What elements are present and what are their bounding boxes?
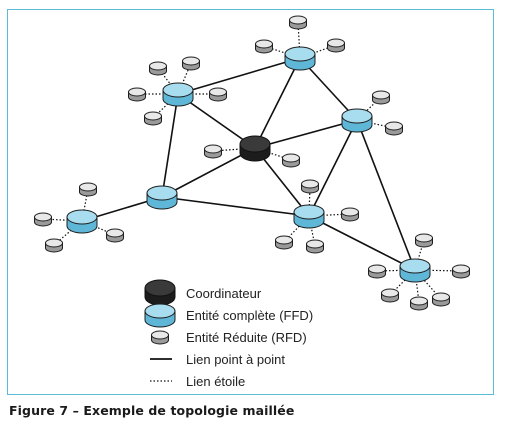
rfd-node [415, 233, 433, 248]
point-to-point-link [161, 196, 310, 217]
point-to-point-link [254, 57, 301, 149]
legend-point-to-point-label: Lien point à point [186, 352, 285, 367]
figure-frame [7, 9, 494, 395]
nodes-layer [34, 15, 470, 311]
rfd-node [144, 111, 162, 126]
ffd-node-center [293, 204, 325, 229]
legend-coordinator-icon [144, 279, 176, 306]
point-to-point-link [177, 57, 301, 95]
rfd-node [45, 238, 63, 253]
mesh-topology-diagram: Coordinateur Entité complète (FFD) Entit… [34, 15, 470, 389]
point-to-point-link [308, 119, 358, 217]
rfd-node [381, 288, 399, 303]
rfd-node [106, 228, 124, 243]
rfd-node [306, 239, 324, 254]
ffd-node-left [66, 209, 98, 234]
legend-symbols [144, 279, 176, 382]
rfd-node [255, 39, 273, 54]
ffd-node-top-left [162, 82, 194, 107]
legend-rfd-label: Entité Réduite (RFD) [186, 330, 307, 345]
legend-star-label: Lien étoile [186, 374, 245, 389]
ffd-node-bottom-right [399, 258, 431, 283]
rfd-node [209, 87, 227, 102]
rfd-node [79, 182, 97, 197]
point-to-point-link [161, 93, 179, 198]
rfd-node [385, 121, 403, 136]
coordinator-node [239, 135, 271, 162]
point-to-point-link [308, 215, 416, 271]
rfd-node [327, 38, 345, 53]
ffd-node-top-right [284, 46, 316, 71]
rfd-node [204, 144, 222, 159]
star-link [53, 220, 83, 246]
star-link [297, 21, 301, 59]
rfd-node [149, 61, 167, 76]
rfd-node [275, 235, 293, 250]
rfd-node [282, 153, 300, 168]
rfd-node [128, 87, 146, 102]
rfd-node [289, 15, 307, 30]
rfd-node [452, 264, 470, 279]
rfd-node [301, 179, 319, 194]
figure-caption: Figure 7 – Exemple de topologie maillée [9, 403, 295, 418]
rfd-node [341, 207, 359, 222]
legend-coordinator-label: Coordinateur [186, 286, 262, 301]
rfd-node [182, 56, 200, 71]
links-layer [42, 21, 462, 304]
star-link [283, 215, 310, 243]
ffd-node-mid-left [146, 185, 178, 210]
rfd-node [34, 212, 52, 227]
point-to-point-link [356, 119, 416, 271]
star-link [81, 220, 116, 236]
rfd-nodes [34, 15, 470, 311]
ffd-node-right [341, 108, 373, 133]
rfd-node [372, 90, 390, 105]
legend: Coordinateur Entité complète (FFD) Entit… [144, 279, 313, 389]
rfd-node [410, 296, 428, 311]
legend-ffd-icon [144, 303, 176, 328]
point-to-point-link [254, 119, 358, 149]
rfd-node [432, 292, 450, 307]
legend-rfd-icon [151, 330, 169, 345]
rfd-node [368, 264, 386, 279]
point-to-point-link [161, 147, 256, 198]
legend-ffd-label: Entité complète (FFD) [186, 308, 313, 323]
